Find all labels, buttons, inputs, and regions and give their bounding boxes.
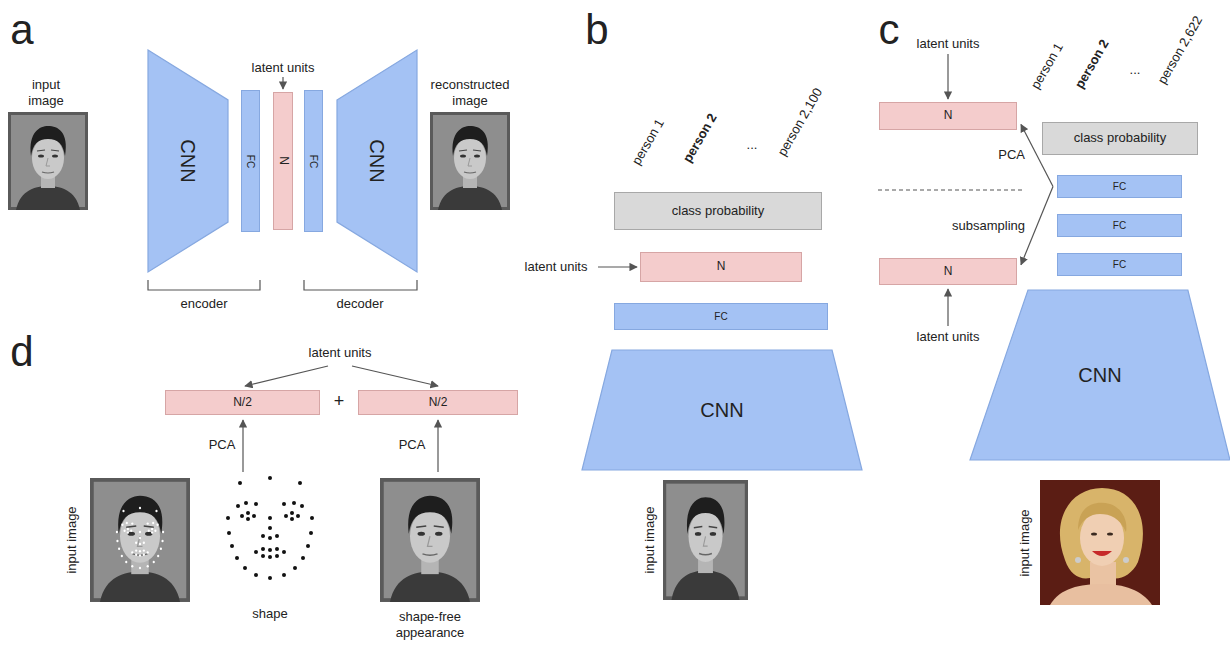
leader-arrow [352,366,438,386]
shape-dots [226,476,314,580]
node-text: N [717,260,726,273]
node-text: CNN [700,399,743,421]
latent-label: latent units [525,259,588,275]
node-text: CNN [1078,364,1121,386]
class-probability-box: class probability [1042,122,1198,155]
pca-arrow [242,420,243,472]
image-label: shape [252,606,287,622]
latent-box: N/2 [165,390,320,415]
node-text: FC [1113,259,1126,270]
node-text: N/2 [429,396,448,409]
class-label: person 2,100 [774,85,825,159]
node-text: class probability [672,204,765,218]
leader-arrow [947,289,948,326]
node-text: FC [714,311,727,322]
cnn-trapezoid: CNN [582,350,862,470]
landmark-dots [116,507,164,569]
fc-layer-box: FC [241,90,260,232]
decoder-bracket [304,280,417,290]
latent-box: N/2 [358,390,518,415]
operation-label: PCA [399,437,426,453]
node-text: FC [1113,181,1126,192]
plus-sign: + [334,391,345,413]
input-photo [1040,480,1160,605]
panel-letter: a [10,5,33,55]
input-photo [90,478,190,602]
cnn-shape [337,50,417,272]
leader-arrow [282,77,283,89]
latent-label: latent units [917,36,980,52]
edge-label: subsampling [950,218,1027,234]
image-label: input image [642,506,658,573]
node-text: N/2 [233,396,252,409]
cnn-shape [148,50,228,272]
node-text: CNN [366,139,388,182]
image-label: input image [21,77,71,108]
class-label: ... [747,137,758,153]
appearance-photo [380,478,480,602]
panel-letter: d [10,327,33,377]
class-label: person 1 [1028,40,1067,92]
panel-letter: b [585,5,608,55]
fc-layer-box: FC [1057,253,1182,276]
class-label: ... [1130,62,1141,78]
node-text: N [276,157,289,166]
cnn-trapezoid: CNN [970,290,1230,460]
encoder-bracket [148,280,260,290]
node-text: class probability [1074,131,1167,145]
node-text: CNN [177,139,199,182]
fc-layer-box: FC [304,90,323,232]
image-label: shape-free appearance [388,609,473,640]
cnn-trapezoid: CNN [148,50,228,272]
cnn-shape [970,290,1230,460]
fc-layer-box: FC [1057,214,1182,237]
cnn-shape [582,350,862,470]
operation-label: PCA [209,437,236,453]
input-photo [663,480,748,600]
latent-box: N [640,252,802,282]
class-label: person 2 [1072,37,1113,92]
class-label: person 2,622 [1154,13,1205,87]
edge-label: PCA [996,148,1027,164]
leader-arrow [245,366,328,386]
panel-letter: c [879,5,900,55]
image-label: input image [64,506,80,573]
fc-layer-box: FC [614,303,828,330]
latent-label: latent units [252,60,315,76]
node-text: N [944,109,953,122]
node-text: FC [245,154,256,167]
bracket-label: encoder [181,296,228,312]
latent-box: N [273,92,293,230]
leader-arrow [598,266,637,267]
bracket-label: decoder [337,296,384,312]
latent-box: N [879,258,1017,285]
latent-label: latent units [917,329,980,345]
node-text: FC [308,154,319,167]
image-label: reconstructed image [420,77,520,108]
node-text: N [944,265,953,278]
image-label: input image [1017,509,1033,576]
class-probability-box: class probability [614,192,822,230]
class-label: person 1 [629,116,668,168]
latent-label: latent units [309,345,372,361]
latent-box: N [879,102,1017,130]
cnn-trapezoid: CNN [337,50,417,272]
leader-arrow [947,54,948,99]
pca-arrow [437,420,438,472]
reconstructed-photo [430,112,510,210]
class-label: person 2 [680,111,721,166]
input-photo [8,112,88,210]
fc-layer-box: FC [1057,175,1182,198]
node-text: FC [1113,220,1126,231]
divider-line [878,189,1025,190]
